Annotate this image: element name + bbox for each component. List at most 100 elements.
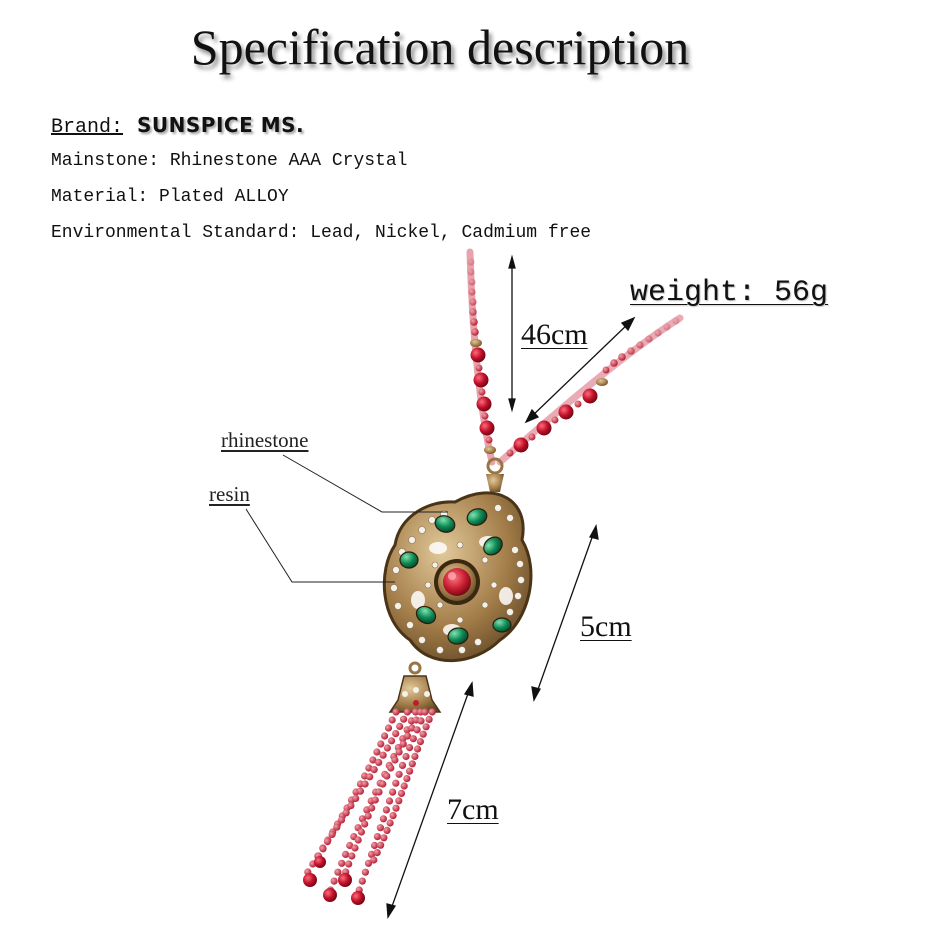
tassel-bead (391, 756, 399, 764)
tassel-bead (406, 767, 414, 775)
tassel-bead (370, 856, 378, 864)
tassel-bead (361, 868, 369, 876)
tassel-bead (400, 782, 408, 790)
tassel-bead (414, 745, 422, 753)
tassel-bead (383, 826, 391, 835)
tassel-bead (402, 752, 410, 761)
tassel-bead (366, 773, 374, 781)
tassel-bead (358, 877, 366, 885)
tassel-bead (375, 788, 383, 796)
brand-value: SUNSPICE MS. (137, 113, 305, 137)
pendant-bail (486, 457, 504, 492)
tassel-bead (379, 751, 387, 759)
tassel-bead (388, 737, 396, 745)
tassel-bead (383, 744, 391, 752)
tassel-bead (373, 849, 381, 857)
tassel-strands (304, 708, 436, 894)
tassel-bead (428, 708, 436, 716)
tassel-bead (379, 780, 387, 788)
tassel-bead (364, 859, 373, 867)
tassel-bead (387, 764, 395, 772)
brand-label: Brand: (51, 116, 124, 139)
tassel-bead (408, 760, 416, 768)
tassel-bead (370, 766, 378, 774)
tassel-bead (395, 797, 403, 805)
tassel-bead (373, 833, 381, 841)
tassel-bead (406, 744, 414, 752)
tassel-bead (388, 716, 396, 724)
tassel-bead (354, 836, 362, 844)
tassel-length-label: 7cm (447, 793, 499, 826)
tassel-bead (392, 779, 400, 787)
tassel-bead (422, 723, 430, 731)
tassel-bead (383, 772, 391, 780)
tassel-end-beads (303, 856, 365, 905)
tassel-bead (367, 850, 376, 859)
tassel-bead (380, 834, 388, 842)
tassel-bead (333, 823, 341, 831)
tassel-bead (395, 748, 403, 756)
rhinestone-callout: rhinestone (221, 428, 309, 452)
tassel-bead (399, 740, 407, 748)
tassel-bead (323, 838, 332, 846)
tassel-bead (361, 780, 369, 788)
tassel-bead (377, 740, 385, 748)
tassel-bead (379, 815, 387, 823)
tassel-bead (419, 730, 427, 738)
pendant-medallion (382, 491, 533, 663)
tassel-bead (396, 722, 404, 731)
tassel-bead (373, 748, 381, 756)
tassel-bead (397, 789, 406, 798)
tassel-bead (421, 708, 429, 716)
tassel-bead (375, 758, 383, 767)
right-chain-strand (496, 314, 684, 466)
tassel-bead (376, 824, 384, 832)
tassel-bead (351, 844, 359, 852)
tassel-bead (392, 804, 400, 812)
page-title: Specification description (190, 19, 690, 75)
tassel-bead (371, 796, 379, 804)
tassel-bead (356, 787, 364, 795)
tassel-bead (364, 812, 372, 820)
pendant-length-label: 5cm (580, 610, 632, 643)
left-chain-strand (466, 248, 496, 466)
tassel-bead (330, 877, 338, 885)
tassel-bead (409, 735, 417, 743)
resin-callout: resin (209, 482, 250, 506)
tassel-bead (385, 797, 394, 805)
tassel-bead (348, 852, 356, 860)
tassel-bead (386, 819, 394, 827)
brand-line: Brand: SUNSPICE MS. (51, 113, 304, 139)
tassel-bead (392, 708, 400, 716)
tassel-bead (381, 732, 389, 740)
tassel-bead (368, 804, 376, 812)
tassel-bead (392, 730, 400, 738)
tassel-bead (347, 802, 355, 810)
tassel-bead (384, 724, 393, 732)
callout-leaders (245, 454, 448, 583)
tassel-bead (365, 764, 373, 772)
tassel-bead (337, 816, 346, 824)
environmental-spec: Environmental Standard: Lead, Nickel, Ca… (51, 223, 592, 243)
tassel-bead (357, 828, 365, 836)
tassel-bead (403, 708, 411, 716)
tassel-bead (352, 794, 360, 803)
tassel-bead (328, 830, 336, 839)
tassel-bead (412, 708, 420, 716)
tassel-bead (369, 756, 377, 764)
tassel-bead (382, 806, 390, 814)
tassel-bead (389, 812, 397, 820)
tassel-bead (370, 841, 379, 850)
tassel-bead (338, 859, 346, 867)
measurement-lines (386, 254, 636, 919)
tassel-bead (361, 820, 369, 828)
tassel-bead (395, 770, 403, 778)
tassel-cap (388, 661, 442, 713)
tassel-bead (416, 738, 424, 746)
tassel-bead (413, 726, 421, 734)
mainstone-spec: Mainstone: Rhinestone AAA Crystal (51, 151, 408, 171)
weight-label: weight: 56g (630, 276, 829, 310)
tassel-bead (425, 715, 433, 724)
